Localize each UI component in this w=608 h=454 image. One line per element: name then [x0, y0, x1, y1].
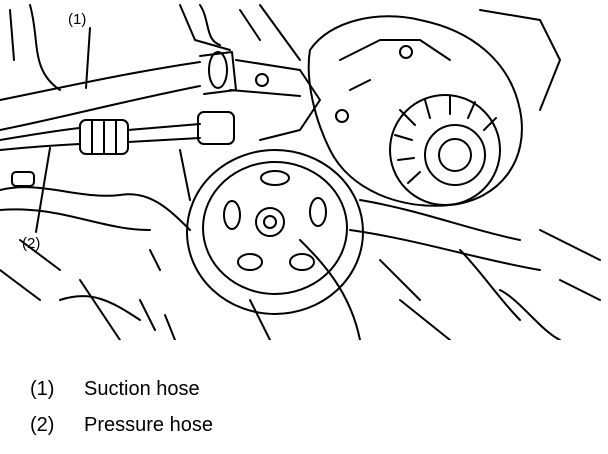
callout-2-leader: [35, 147, 51, 233]
engine-illustration: [0, 4, 601, 340]
parts-legend: (1) Suction hose (2) Pressure hose: [30, 378, 213, 450]
pump-bracket: [179, 59, 321, 201]
engine-block-outline: [0, 4, 601, 340]
alternator: [307, 9, 561, 207]
legend-label: Pressure hose: [84, 414, 213, 436]
legend-item-suction-hose: (1) Suction hose: [30, 378, 213, 414]
callout-1-label: (1): [68, 11, 87, 28]
pump-pulley: [186, 149, 364, 315]
suction-hose: [0, 51, 237, 131]
legend-item-pressure-hose: (2) Pressure hose: [30, 414, 213, 450]
pressure-hose: [0, 111, 235, 155]
legend-number: (1): [30, 378, 55, 400]
callout-2-label: (2): [22, 235, 41, 252]
callout-1-leader: [85, 27, 91, 89]
legend-label: Suction hose: [84, 378, 200, 400]
legend-number: (2): [30, 414, 55, 436]
